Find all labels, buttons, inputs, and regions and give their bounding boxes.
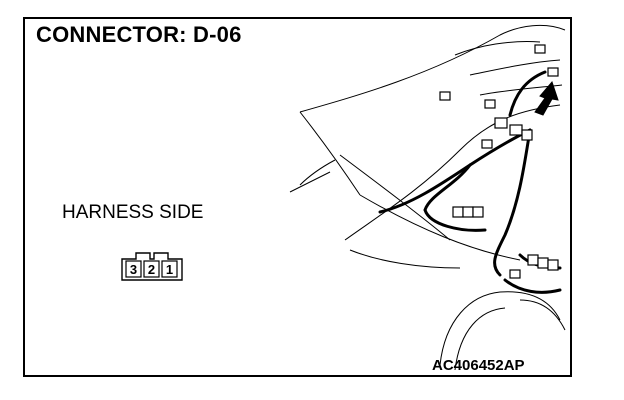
diagram-frame (23, 17, 572, 377)
connector-blocks (439, 44, 559, 279)
figure-code: AC406452AP (432, 357, 525, 374)
pin-2-label: 2 (148, 262, 155, 277)
harness-side-label: HARNESS SIDE (62, 202, 204, 223)
connector-title: CONNECTOR: D-06 (36, 22, 242, 47)
pin-1-label: 1 (166, 262, 173, 277)
vehicle-outline (289, 25, 566, 371)
pin-3-label: 3 (130, 262, 137, 277)
location-arrow-icon (534, 81, 559, 116)
connector-face-icon: 3 2 1 (121, 252, 183, 281)
